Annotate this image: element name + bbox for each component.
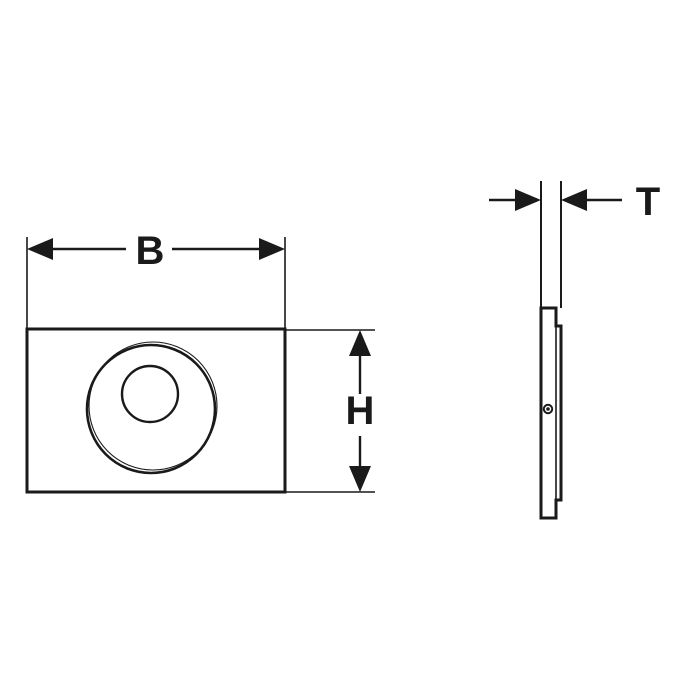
actuator-inner-ring — [120, 364, 180, 424]
height-dimension: H — [285, 329, 375, 493]
actuator-outer-ring-offset — [88, 341, 218, 471]
thickness-dimension-label: T — [636, 180, 660, 224]
width-arrowhead-left — [27, 238, 53, 260]
side-section-view — [539, 306, 563, 520]
thickness-dimension: T — [489, 180, 660, 308]
mounting-hole-center — [546, 407, 550, 411]
width-dimension-label: B — [136, 229, 165, 273]
actuator-outer-ring — [85, 343, 217, 475]
height-dimension-label: H — [346, 389, 375, 433]
width-arrowhead-right — [259, 238, 285, 260]
front-elevation-view — [25, 327, 287, 494]
width-dimension: B — [26, 229, 286, 331]
thickness-arrowhead-left — [515, 189, 541, 211]
thickness-arrowhead-right — [561, 189, 587, 211]
flush-plate-outline — [25, 327, 287, 494]
height-arrowhead-top — [349, 330, 371, 356]
height-arrowhead-bottom — [349, 466, 371, 492]
